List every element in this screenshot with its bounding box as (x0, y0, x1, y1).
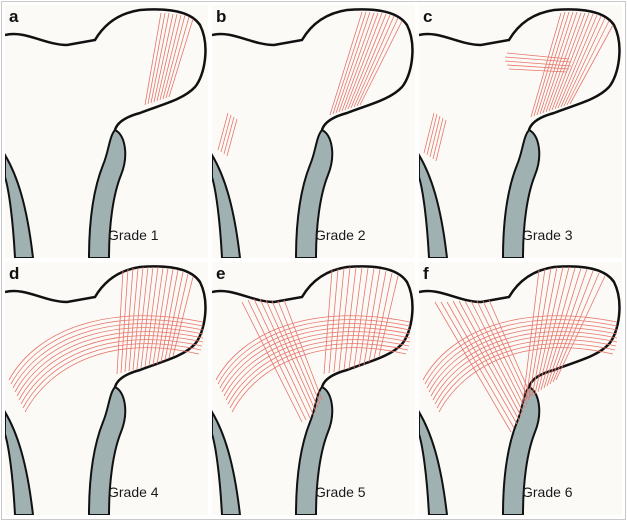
panel-grid: a Grade 1 (5, 5, 622, 515)
panel-letter: c (423, 7, 432, 27)
femur-diagram-c (419, 5, 622, 258)
panel-letter: f (423, 264, 429, 284)
grade-caption: Grade 3 (522, 227, 573, 243)
panel-c: c Grade 3 (419, 5, 622, 258)
femur-diagram-b (212, 5, 415, 258)
panel-letter: e (216, 264, 225, 284)
femur-outline (212, 9, 412, 130)
panel-e: e Grade 5 (212, 262, 415, 515)
panel-b: b Grade 2 (212, 5, 415, 258)
trabecular-lines (424, 12, 613, 161)
panel-letter: d (9, 264, 19, 284)
grade-caption: Grade 6 (522, 484, 573, 500)
trabecular-lines (9, 267, 203, 412)
panel-d: d Grade 4 (5, 262, 208, 515)
trabecular-lines (218, 12, 402, 156)
femur-outline (212, 266, 412, 387)
trabecular-lines (423, 267, 617, 432)
femur-diagram-a (5, 5, 208, 258)
panel-a: a Grade 1 (5, 5, 208, 258)
grade-caption: Grade 4 (108, 484, 159, 500)
femur-diagram-f (419, 262, 622, 515)
grade-caption: Grade 1 (108, 227, 159, 243)
femur-diagram-d (5, 262, 208, 515)
femur-diagram-e (212, 262, 415, 515)
panel-f: f Grade 6 (419, 262, 622, 515)
grade-caption: Grade 2 (315, 227, 366, 243)
panel-letter: a (9, 7, 18, 27)
grade-caption: Grade 5 (315, 484, 366, 500)
panel-letter: b (216, 7, 226, 27)
trabecular-lines (145, 13, 193, 105)
femur-outline (5, 9, 205, 130)
trabecular-lines (216, 267, 410, 422)
